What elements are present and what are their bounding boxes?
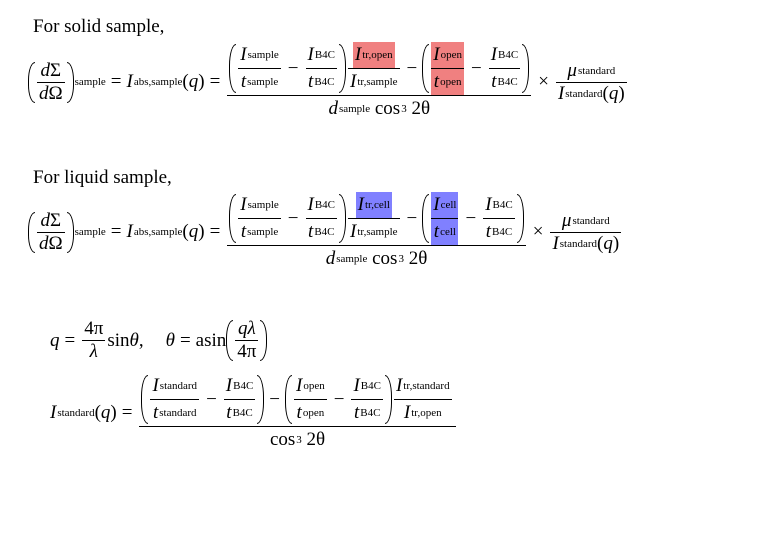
heading-liquid-sample: For liquid sample, — [33, 167, 172, 188]
heading-solid-sample: For solid sample, — [33, 16, 165, 37]
